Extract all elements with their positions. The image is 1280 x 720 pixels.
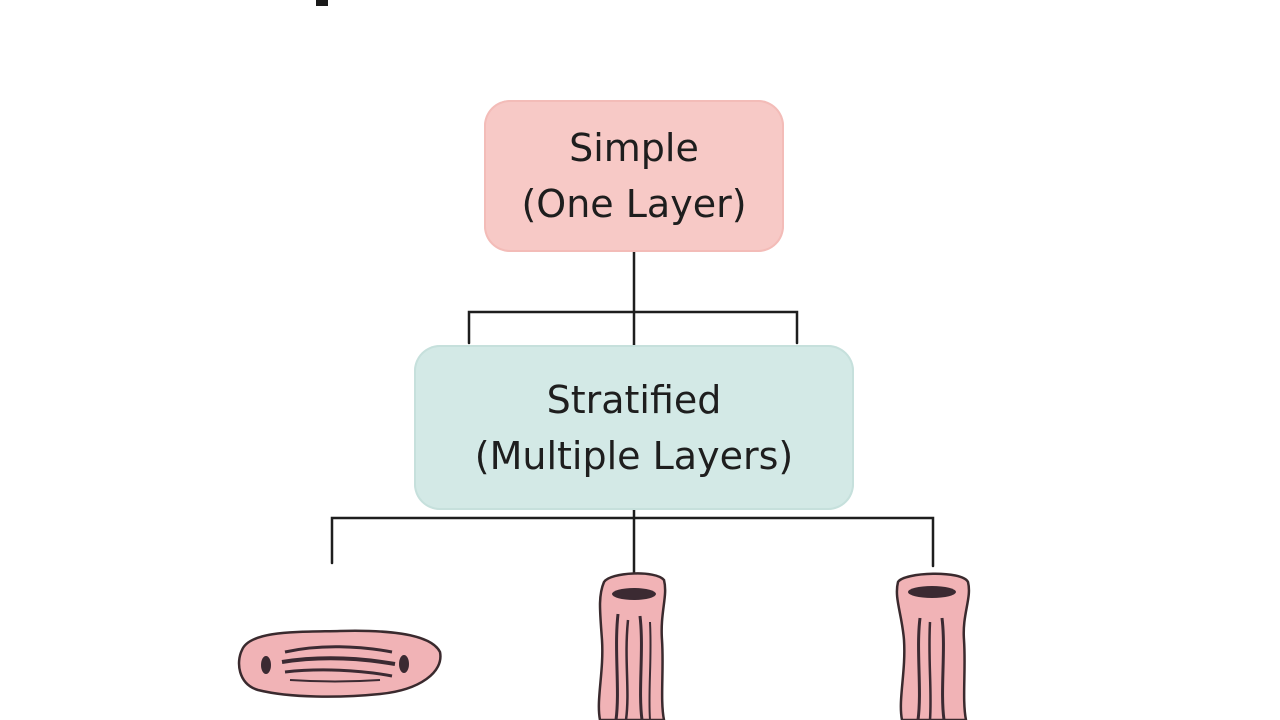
cropped-heading-fragment	[316, 0, 328, 6]
node-stratified-subtitle: (Multiple Layers)	[474, 433, 794, 478]
apical-nucleus	[612, 588, 656, 600]
node-simple: Simple (One Layer)	[484, 100, 784, 252]
node-simple-title: Simple	[569, 126, 699, 170]
nucleus-left	[261, 656, 271, 674]
connector-bracket	[467, 310, 799, 345]
apical-nucleus	[908, 586, 956, 598]
columnar-cell-illustration-right	[895, 572, 971, 720]
node-simple-subtitle: (One Layer)	[521, 182, 747, 226]
node-stratified-title: Stratified	[546, 377, 722, 422]
connector-bottom-bracket	[330, 516, 935, 568]
columnar-cell-illustration-center	[597, 572, 667, 720]
connectors	[330, 250, 935, 574]
nucleus-right	[399, 655, 409, 673]
node-stratified: Stratified (Multiple Layers)	[414, 345, 854, 510]
squamous-cell-illustration	[237, 629, 442, 698]
